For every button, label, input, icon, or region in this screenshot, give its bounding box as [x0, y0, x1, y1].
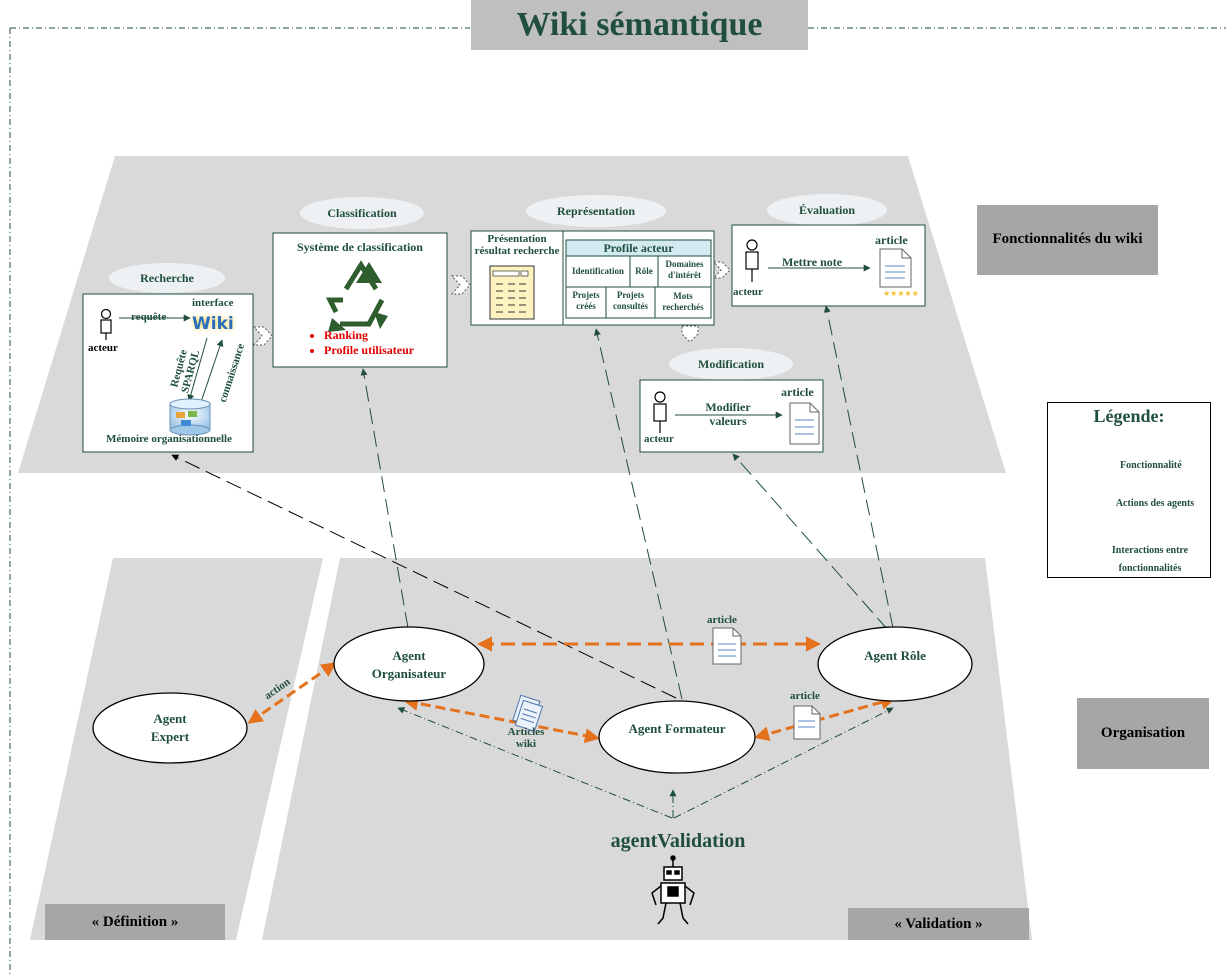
- formateur-representation-link: [594, 328, 683, 700]
- connaissance-arrow: [199, 339, 224, 406]
- agent-organisateur-label: Agent Organisateur: [371, 648, 447, 681]
- chevron-icon: [450, 275, 471, 295]
- agent-role-label: Agent Rôle: [864, 648, 926, 663]
- recherche-oval: [109, 263, 225, 293]
- representation-oval: [526, 195, 666, 227]
- validation-role-link: [673, 707, 894, 819]
- article-label: article: [781, 385, 814, 399]
- validation-organisateur-link: [397, 707, 673, 819]
- organisateur-formateur-arrow: [403, 695, 600, 744]
- agent-organisateur-node: [333, 626, 485, 702]
- organisateur-classification-link: [360, 368, 409, 629]
- article-icon: [712, 627, 742, 665]
- modification-oval: [669, 348, 793, 380]
- agent-validation-label: agentValidation: [610, 830, 746, 852]
- formateur-role-arrow: [754, 695, 896, 741]
- projets-consultes-cell: Projets consultés: [612, 290, 648, 311]
- article-icon: [793, 705, 821, 740]
- article-icon: [789, 402, 820, 445]
- classification-box: [272, 232, 448, 368]
- diagram-title: Wiki sémantique: [471, 0, 808, 50]
- role-modification-link: [732, 453, 889, 631]
- fonctionnalites-label: Fonctionnalités du wiki: [977, 205, 1158, 275]
- acteur-label: acteur: [88, 342, 118, 354]
- interface-label: interface: [192, 297, 234, 309]
- formateur-recherche-link: [171, 454, 677, 699]
- modification-label: Modification: [698, 356, 764, 371]
- database-icon: [169, 398, 211, 436]
- profile-table-grid: [565, 239, 712, 319]
- role-cell: Rôle: [635, 266, 653, 276]
- domaines-cell: Domaines d'intérêt: [665, 259, 704, 280]
- frame-border: [9, 27, 1226, 975]
- actor-icon: [100, 308, 112, 340]
- classification-oval: [300, 197, 424, 229]
- mettre-note-label: Mettre note: [782, 255, 843, 269]
- role-evaluation-link: [823, 305, 894, 629]
- articles-wiki-label: Articles wiki: [507, 726, 545, 751]
- evaluation-oval: [767, 194, 887, 226]
- ranking-item: Ranking: [324, 328, 414, 343]
- sparql-arrow: [187, 337, 208, 402]
- agent-formateur-label: Agent Formateur: [628, 721, 726, 736]
- validation-label: « Validation »: [848, 908, 1029, 940]
- article-label: article: [875, 233, 908, 247]
- mots-recherches-cell: Mots recherchés: [662, 291, 704, 312]
- agent-expert-label: Agent Expert: [150, 711, 190, 744]
- evaluation-label: Évaluation: [798, 202, 855, 217]
- acteur-label: acteur: [733, 286, 763, 298]
- chevron-icon: [252, 326, 273, 346]
- organisation-label: Organisation: [1077, 698, 1209, 769]
- acteur-label: acteur: [644, 433, 674, 445]
- chevron-icon: [681, 325, 699, 343]
- legend-title: Légende:: [1093, 406, 1165, 426]
- chevron-icon: [712, 261, 731, 279]
- legend-interactions-label: Interactions entre fonctionnalités: [1111, 545, 1189, 574]
- classification-label: Classification: [327, 205, 397, 220]
- projets-crees-cell: Projets créés: [572, 290, 600, 311]
- legend-box: [1047, 402, 1211, 578]
- expert-organisateur-arrow: [247, 662, 337, 724]
- article-icon: [879, 248, 912, 288]
- article-edge-label: article: [707, 614, 737, 626]
- modifier-valeurs-label: Modifier valeurs: [705, 400, 751, 429]
- agent-expert-node: [92, 692, 248, 764]
- legend-actions-label: Actions des agents: [1115, 498, 1195, 509]
- profile-utilisateur-item: Profile utilisateur: [324, 343, 414, 358]
- profile-acteur-title: Profile acteur: [603, 241, 674, 255]
- recherche-label: Recherche: [140, 270, 194, 285]
- wiki-logo: Wiki: [192, 314, 234, 334]
- presentation-label: Présentation résultat recherche: [474, 233, 560, 258]
- article-edge-label: article: [790, 690, 820, 702]
- memoire-label: Mémoire organisationnelle: [106, 433, 232, 445]
- systeme-classification-label: Système de classification: [297, 240, 423, 254]
- identification-cell: Identification: [571, 266, 624, 276]
- result-page-icon: [489, 265, 535, 320]
- recycle-arrowheads: [328, 262, 388, 332]
- articles-stack-icon: [512, 694, 544, 732]
- classification-list: Ranking Profile utilisateur: [308, 328, 414, 358]
- actor-icon: [745, 239, 759, 282]
- definition-label: « Définition »: [45, 904, 225, 940]
- legend-fonctionnalite-label: Fonctionnalité: [1120, 460, 1182, 471]
- representation-label: Représentation: [557, 203, 635, 218]
- stars-rating: ★★★★★: [883, 289, 919, 298]
- robot-icon: [651, 855, 695, 925]
- requete-label: requête: [131, 311, 167, 323]
- actor-icon: [653, 391, 667, 433]
- agent-formateur-node: [598, 700, 756, 774]
- agent-role-node: [817, 626, 973, 702]
